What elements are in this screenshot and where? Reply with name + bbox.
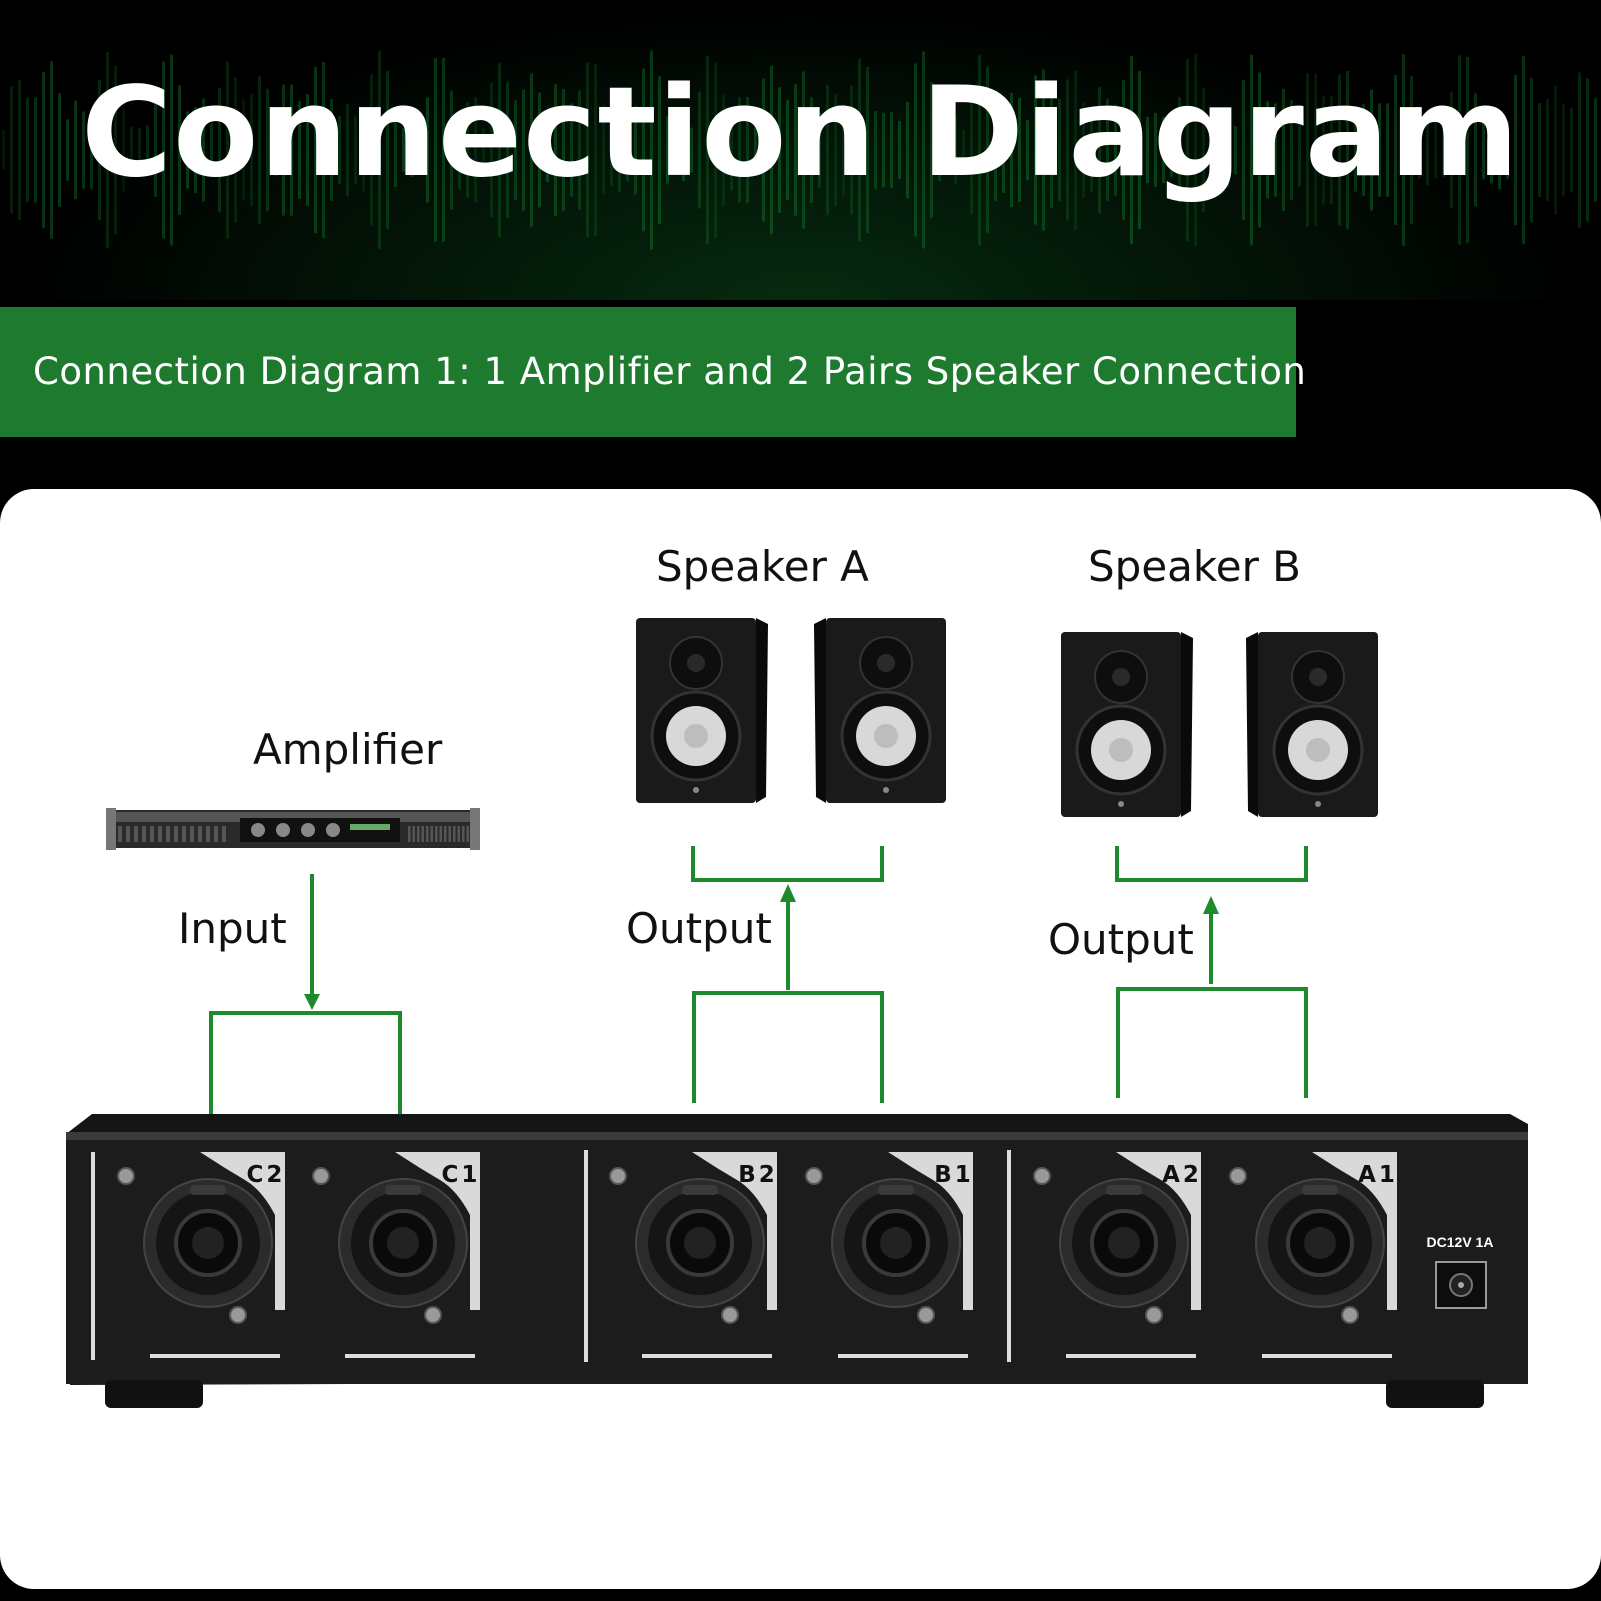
header-banner: Connection Diagram — [0, 0, 1601, 300]
port-label: B1 — [934, 1162, 974, 1188]
output-a-label: Output — [626, 904, 772, 953]
output-b-label: Output — [1048, 915, 1194, 964]
port-c1: C1 — [312, 1152, 481, 1358]
speaker-a-label: Speaker A — [656, 542, 869, 591]
port-a2: A2 — [1033, 1152, 1202, 1358]
input-label: Input — [178, 904, 287, 953]
subtitle-text: Connection Diagram 1: 1 Amplifier and 2 … — [33, 350, 1307, 393]
page-title: Connection Diagram — [81, 61, 1520, 205]
output-a-arrow-icon — [780, 884, 796, 902]
amplifier-device — [106, 808, 480, 850]
port-label: A2 — [1162, 1162, 1202, 1188]
port-c2: C2 — [117, 1152, 286, 1358]
connection-lines — [209, 846, 1308, 1124]
output-b-arrow-icon — [1203, 896, 1219, 914]
dc-power-jack — [1435, 1261, 1487, 1309]
sound-wave-graphic — [2, 50, 1597, 250]
arrowheads — [304, 884, 1219, 1010]
port-b2: B2 — [609, 1152, 778, 1358]
port-b1: B1 — [805, 1152, 974, 1358]
speaker-a-left-icon — [636, 618, 768, 803]
port-label: A1 — [1358, 1162, 1398, 1188]
speaker-b-left-icon — [1061, 632, 1193, 817]
port-label: C1 — [442, 1162, 481, 1188]
speaker-a-right-icon — [814, 618, 946, 803]
input-arrow-icon — [304, 994, 320, 1010]
speaker-b-right-icon — [1246, 632, 1378, 817]
port-label: C2 — [247, 1162, 286, 1188]
power-label: DC12V 1A — [1427, 1234, 1494, 1250]
subtitle-banner: Connection Diagram 1: 1 Amplifier and 2 … — [0, 307, 1306, 437]
amplifier-label: Amplifier — [253, 725, 443, 774]
port-a1: A1 — [1229, 1152, 1398, 1358]
port-label: B2 — [738, 1162, 778, 1188]
speaker-selector-device: C2 C1 B2 B1 A2 A1 DC12V 1A — [66, 1114, 1528, 1408]
speaker-b-label: Speaker B — [1088, 542, 1301, 591]
